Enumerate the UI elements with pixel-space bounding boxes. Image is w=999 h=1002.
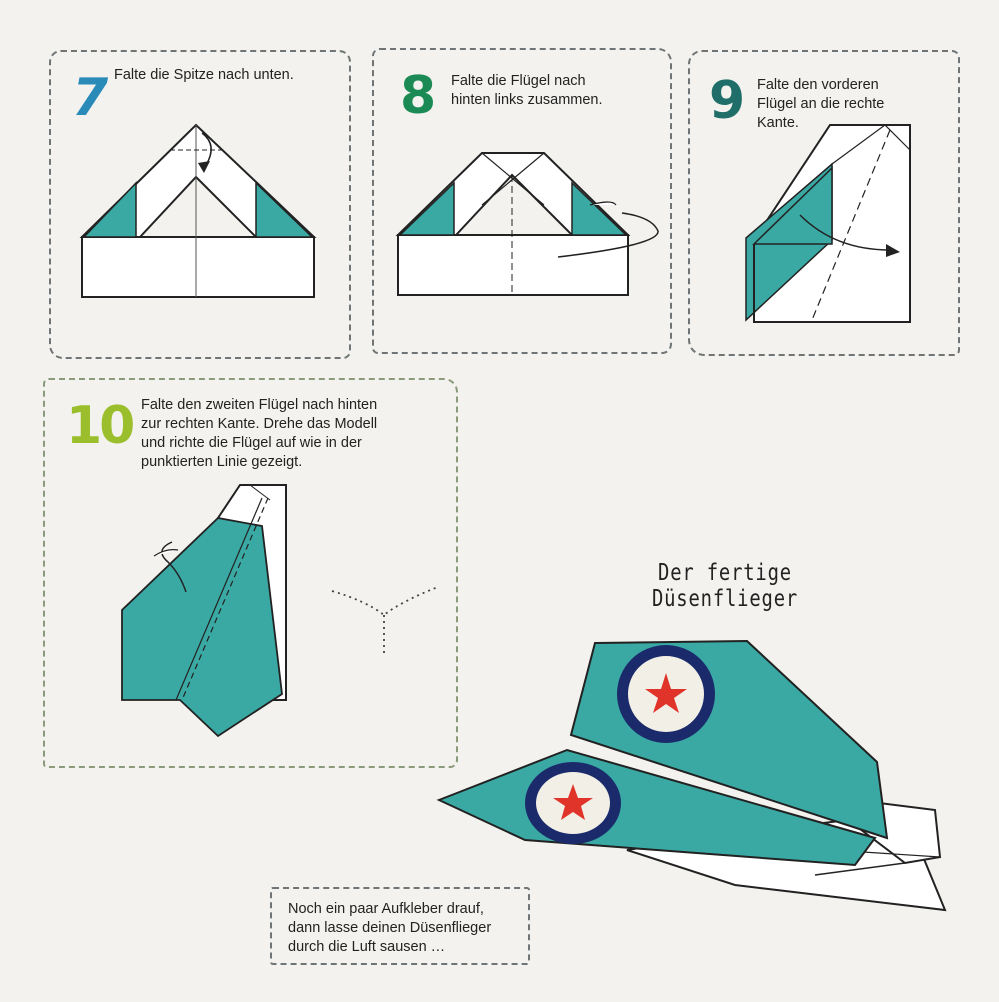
step-9-number: 9	[709, 71, 745, 131]
roundel-lower	[525, 762, 621, 844]
step-7-box	[49, 50, 351, 359]
step-7-text: Falte die Spitze nach unten.	[114, 67, 294, 83]
step-8-box	[372, 48, 672, 354]
step-7-number: 7	[72, 68, 108, 128]
note-box: Noch ein paar Aufkleber drauf, dann lass…	[270, 887, 530, 965]
step-9-box	[688, 50, 960, 356]
step-7-diagram	[79, 123, 317, 298]
step-8-diagram	[395, 152, 659, 296]
step-8-text: Falte die Flügel nach hinten links zusam…	[451, 73, 603, 108]
finished-plane-title: Der fertige Düsenflieger	[651, 560, 799, 612]
step-9-text: Falte den vorderen Flügel an die rechte …	[757, 77, 885, 131]
step-10-box	[43, 378, 458, 768]
step-10-text: Falte den zweiten Flügel nach hinten zur…	[141, 397, 378, 470]
step-9-diagram	[745, 124, 911, 323]
roundel-upper	[617, 645, 715, 743]
note-text: Noch ein paar Aufkleber drauf, dann lass…	[288, 901, 492, 955]
step-8-number: 8	[400, 66, 436, 126]
finished-plane-illustration	[436, 639, 947, 912]
step-10-number: 10	[66, 396, 135, 456]
step-10-diagram	[121, 484, 287, 738]
step-10-dotted-outline	[331, 586, 439, 657]
